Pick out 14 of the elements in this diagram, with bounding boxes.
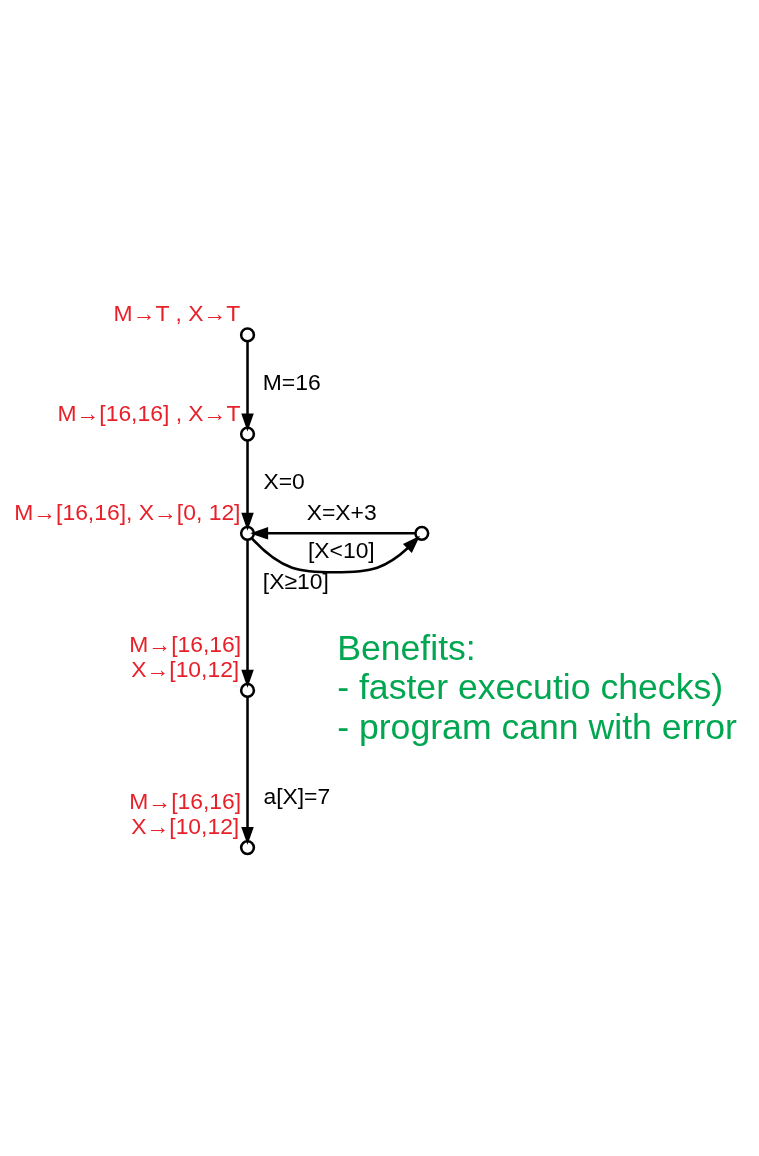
label: - program cann with error (337, 706, 737, 747)
edge-label: X=0 (263, 467, 305, 494)
node-label: M→[16,16] (129, 630, 242, 657)
node-label: M→T , X→T (113, 299, 241, 326)
node-label: M→[16,16] (129, 787, 242, 814)
node-label: M→[16,16] , X→T (57, 399, 241, 426)
edge-label: [X≥10] (262, 567, 329, 594)
edge-label: [X<10] (307, 536, 375, 563)
edge-label: X=X+3 (306, 498, 377, 525)
edge-label: M=16 (262, 368, 321, 395)
label: Benefits: (337, 627, 476, 668)
edge-label: a[X]=7 (263, 782, 331, 809)
label: - faster executio checks) (337, 666, 724, 707)
node-label: M→[16,16], X→[0, 12] (14, 498, 241, 525)
